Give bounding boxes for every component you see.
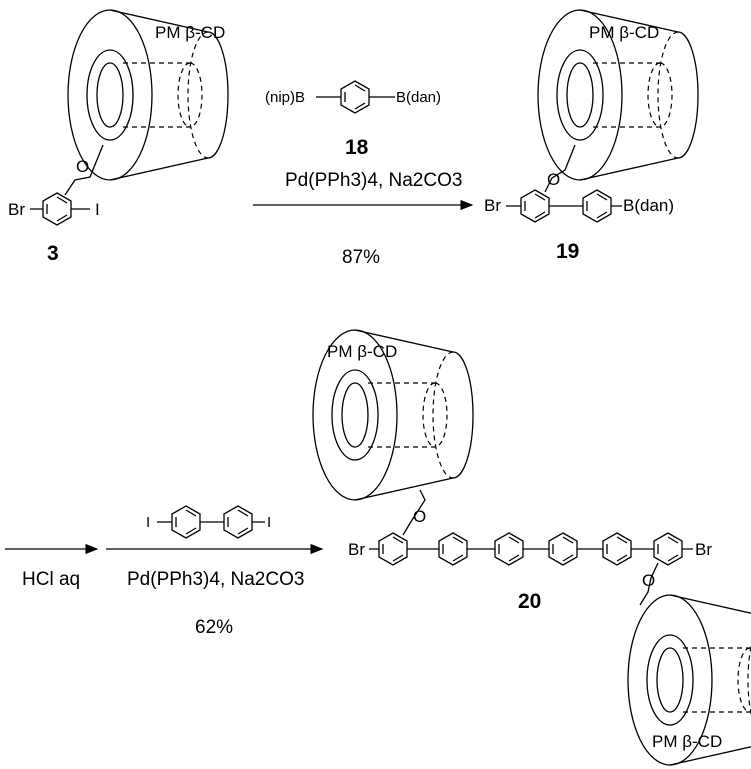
compound-number-20: 20 bbox=[518, 590, 541, 613]
cd-label-20-bottom: PM β-CD bbox=[652, 732, 722, 751]
compound-19: PM β-CD Br O B(dan) 19 bbox=[484, 9, 699, 263]
compound-number-3: 3 bbox=[47, 242, 59, 265]
boron-19: B(dan) bbox=[623, 196, 674, 215]
benzene-ring-20c bbox=[494, 532, 524, 566]
step3-conditions: Pd(PPh3)4, Na2CO3 bbox=[127, 569, 304, 590]
compound-number-18: 18 bbox=[345, 136, 369, 159]
oxygen-20-top: O bbox=[413, 507, 426, 526]
step1-yield: 87% bbox=[342, 247, 380, 268]
oxygen-19: O bbox=[547, 170, 560, 189]
benzene-ring-20f bbox=[653, 532, 683, 566]
cd-label-19: PM β-CD bbox=[589, 23, 659, 42]
compound-3: PM β-CD Br I O 3 bbox=[8, 9, 229, 265]
benzene-ring-20a bbox=[378, 532, 408, 566]
compound-20: PM β-CD PM β-CD Br O Br O 20 bbox=[312, 329, 751, 766]
benzene-ring-19a bbox=[520, 189, 550, 223]
boron-right-18: B(dan) bbox=[396, 89, 441, 106]
reagent-diiodobiphenyl: I I bbox=[146, 505, 271, 539]
oxygen-3: O bbox=[76, 157, 89, 176]
benzene-ring-18 bbox=[340, 80, 370, 114]
reagent-18: (nip)B B(dan) 18 bbox=[265, 80, 441, 159]
benzene-ring-19b bbox=[582, 189, 612, 223]
benzene-ring-biphenyl-a bbox=[171, 505, 201, 539]
benzene-ring-20d bbox=[548, 532, 578, 566]
iodo-right: I bbox=[267, 514, 271, 531]
step2-conditions: HCl aq bbox=[22, 569, 80, 590]
oxygen-20-bottom: O bbox=[642, 571, 655, 590]
benzene-ring-biphenyl-b bbox=[223, 505, 253, 539]
bromo-20-right: Br bbox=[695, 540, 712, 559]
step1-conditions: Pd(PPh3)4, Na2CO3 bbox=[285, 170, 462, 191]
compound-number-19: 19 bbox=[556, 240, 579, 263]
cd-label-20-top: PM β-CD bbox=[327, 342, 397, 361]
bromo-19: Br bbox=[484, 196, 501, 215]
cd-label-3: PM β-CD bbox=[155, 23, 225, 42]
bromo-20-left: Br bbox=[348, 540, 365, 559]
benzene-ring-20b bbox=[438, 532, 468, 566]
boron-left-18: (nip)B bbox=[265, 89, 305, 106]
iodo-left: I bbox=[146, 514, 150, 531]
benzene-ring-3 bbox=[42, 192, 72, 226]
bromo-3: Br bbox=[8, 200, 25, 219]
benzene-ring-20e bbox=[602, 532, 632, 566]
step3-yield: 62% bbox=[195, 617, 233, 638]
iodo-3: I bbox=[95, 200, 100, 219]
